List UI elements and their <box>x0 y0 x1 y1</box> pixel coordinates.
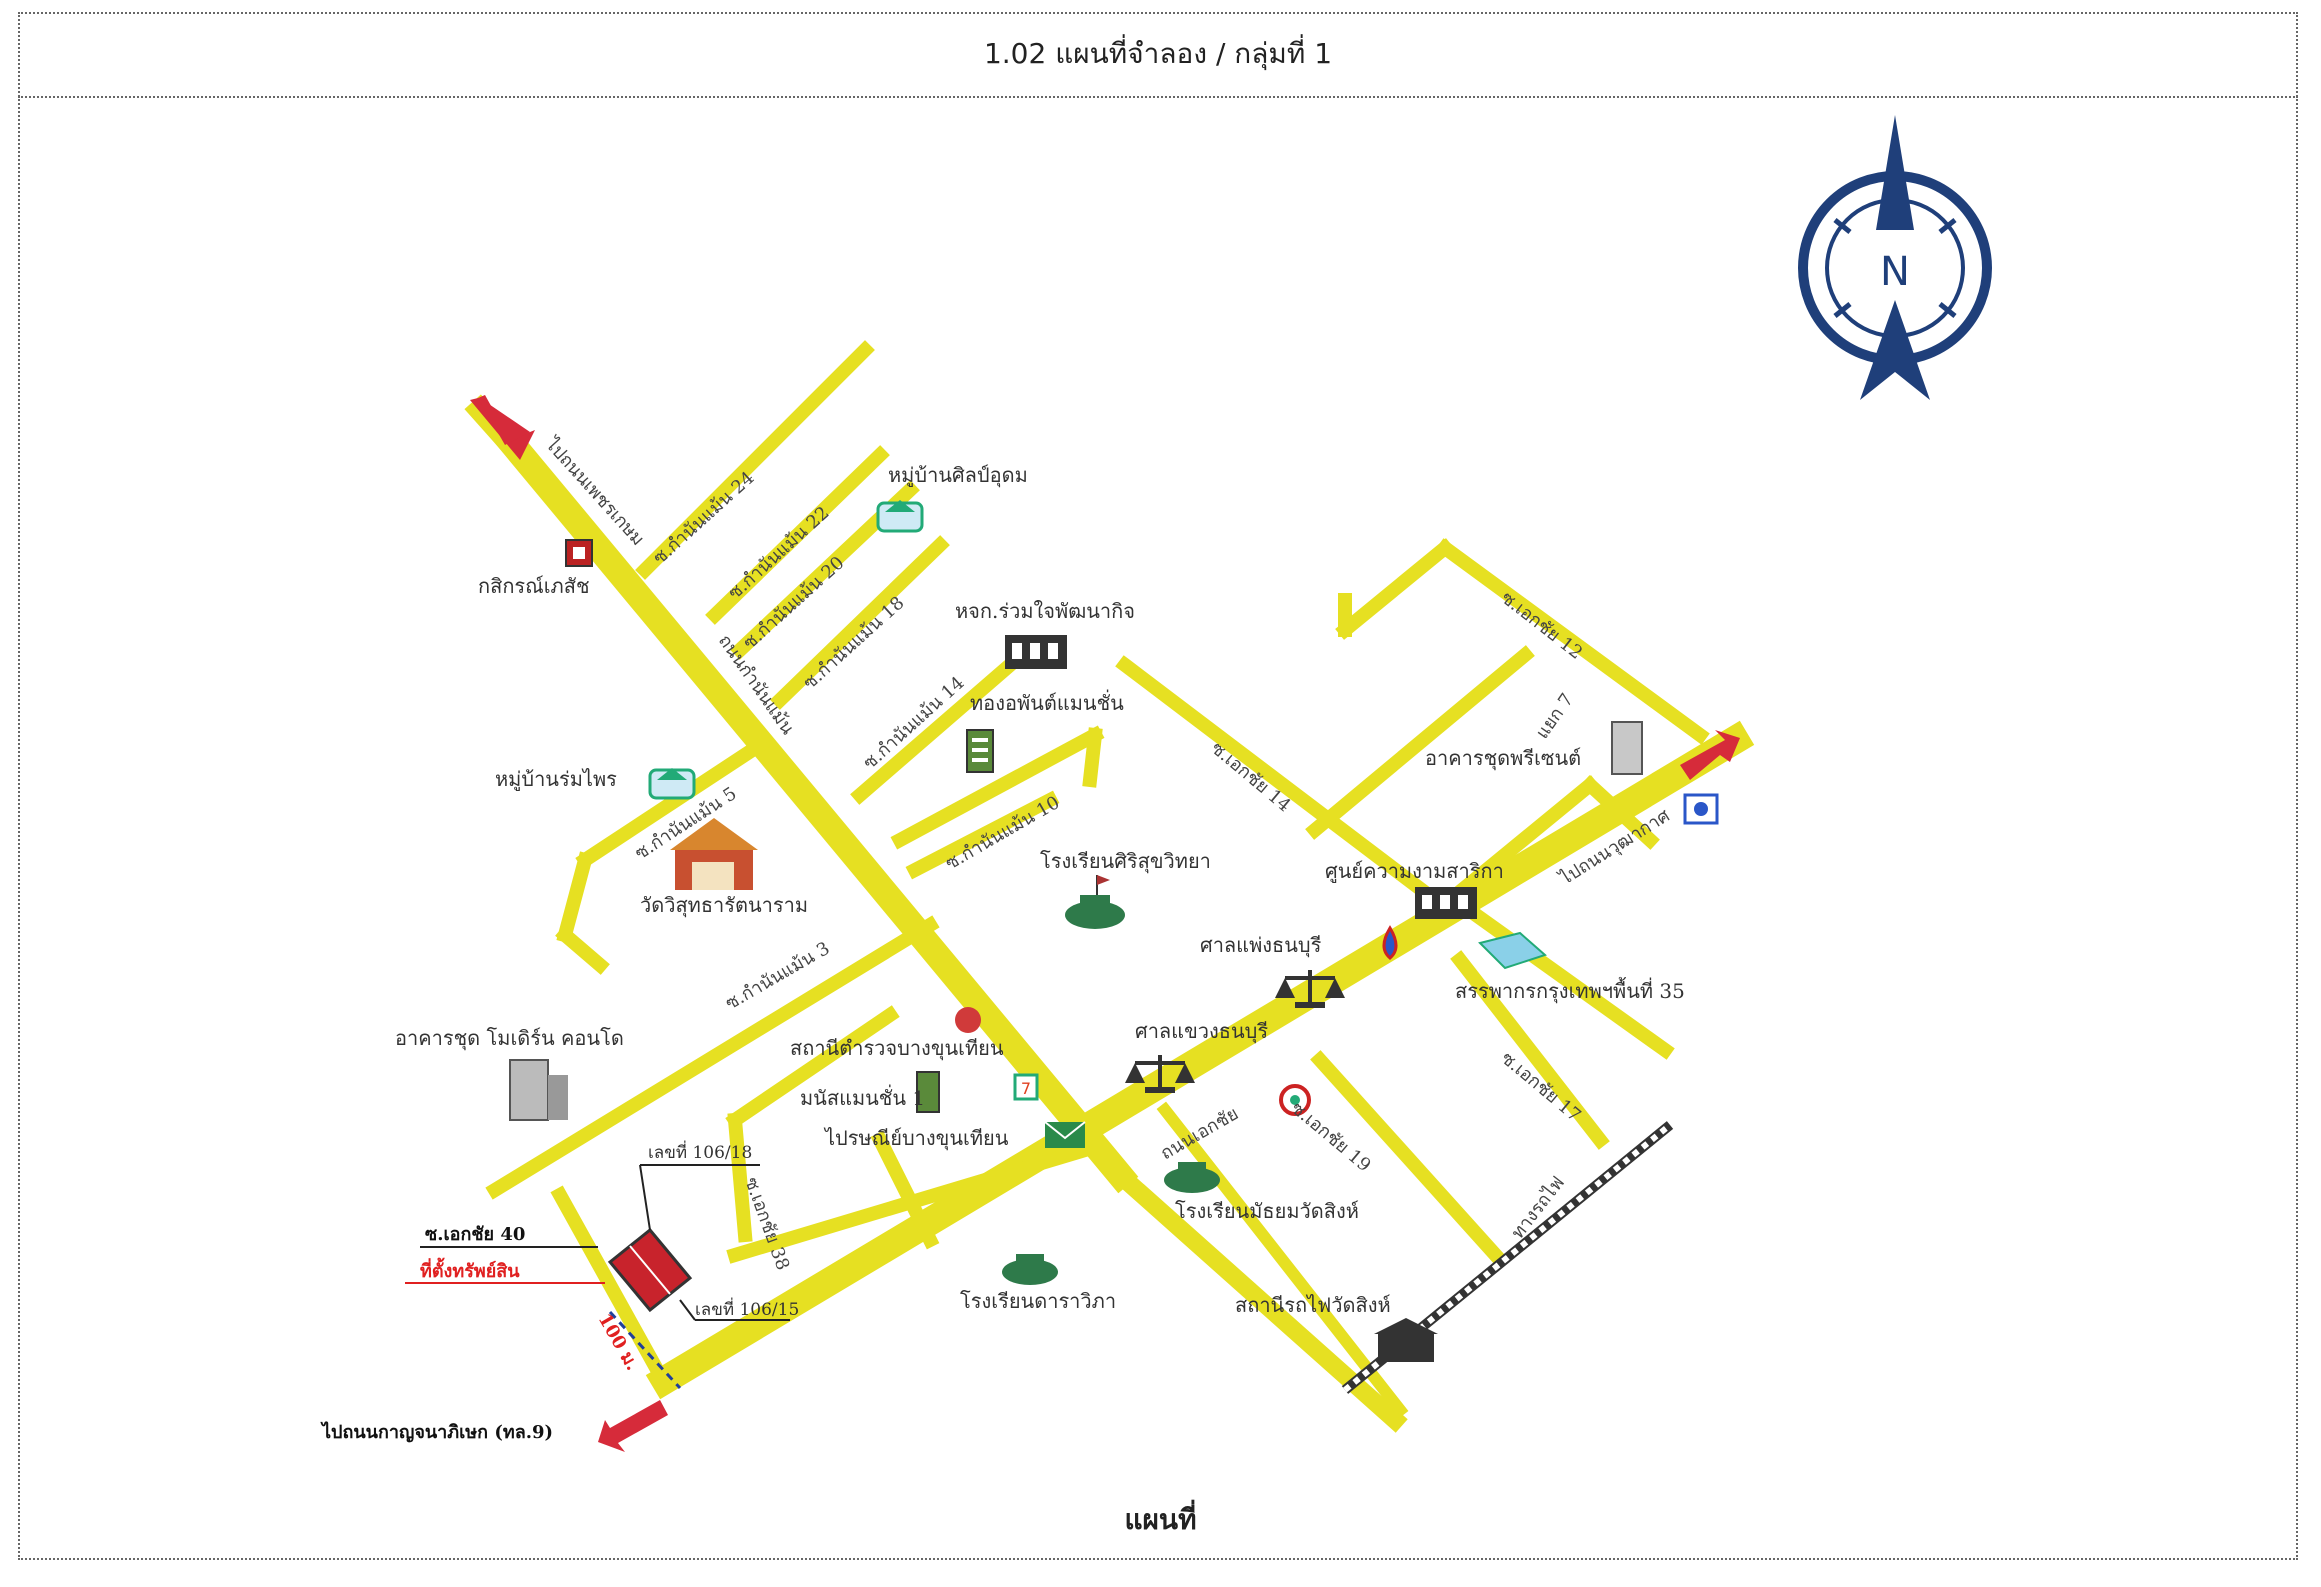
label-pharmacy: กสิกรณ์เภสัช <box>478 574 590 598</box>
pharmacy-icon <box>565 539 593 567</box>
distance-line <box>608 1310 682 1390</box>
village-silp-icon <box>876 500 924 533</box>
arrow-north-icon <box>470 395 535 460</box>
compass-north-icon <box>1798 115 1992 400</box>
label-school-dara: โรงเรียนดาราวิภา <box>960 1289 1116 1313</box>
page-title: 1.02 แผนที่จำลอง / กลุ่มที่ 1 <box>983 37 1333 70</box>
village-rom-icon <box>648 768 696 800</box>
scales-district-court-icon <box>1125 1055 1195 1093</box>
scales-court-icon <box>1275 970 1345 1008</box>
label-tong-apartment: ทองอพันต์แมนชั่น <box>970 689 1124 715</box>
arrow-east-icon <box>1680 730 1740 780</box>
temple-icon <box>670 818 758 890</box>
kasikorn-bank-icon <box>1279 1084 1311 1116</box>
label-school-siri: โรงเรียนศิริสุขวิทยา <box>1040 849 1211 874</box>
label-post: ไปรษณีย์บางขุนเทียน <box>823 1126 1009 1151</box>
label-station: สถานีรถไฟวัดสิงห์ <box>1235 1293 1391 1317</box>
label-wat: วัดวิสุทธารัตนาราม <box>640 893 808 918</box>
train-station-icon <box>1374 1318 1438 1362</box>
school-siri-icon <box>1065 875 1125 929</box>
apartment-tower-icon <box>966 729 994 773</box>
label-soi-k3: ซ.กำนันแม้น 3 <box>722 938 833 1014</box>
post-envelope-icon <box>1044 1121 1086 1148</box>
footer-caption: แผนที่ <box>1124 1503 1197 1536</box>
mansion-tower-icon <box>916 1071 940 1113</box>
label-police: สถานีตำรวจบางขุนเทียน <box>790 1036 1004 1061</box>
label-revenue: สรรพากรกรุงเทพฯพื้นที่ 35 <box>1455 977 1685 1004</box>
school-dara-icon <box>1002 1254 1058 1285</box>
document-frame <box>18 12 2298 1560</box>
header-bar: 1.02 แผนที่จำลอง / กลุ่มที่ 1 <box>18 12 2298 98</box>
label-soi-e40: ซ.เอกชัย 40 <box>425 1224 525 1245</box>
bank-square-icon <box>1683 793 1719 825</box>
compass-letter: N <box>1880 249 1910 295</box>
fuel-drop-icon <box>1382 925 1398 960</box>
condo-tower-icon <box>509 1059 568 1121</box>
label-condo: อาคารชุด โมเดิร์น คอนโด <box>395 1026 624 1051</box>
label-school-wat: โรงเรียนมัธยมวัดสิงห์ <box>1175 1199 1359 1223</box>
service-center-icon <box>1415 887 1477 919</box>
label-plot-a: เลขที่ 106/18 <box>648 1140 752 1163</box>
label-plot-b: เลขที่ 106/15 <box>695 1297 799 1320</box>
label-service-center: ศูนย์ความงามสาริกา <box>1325 859 1504 884</box>
label-central-court: ศาลแพ่งธนบุรี <box>1200 933 1322 958</box>
label-soi-k18: ซ.กำนันแม้น 18 <box>799 592 908 693</box>
label-village-silp: หมู่บ้านศิลป์อุดม <box>888 463 1028 488</box>
svg-text:7: 7 <box>1021 1079 1031 1098</box>
label-soi-x: แยก 7 <box>1532 690 1578 743</box>
label-site: ที่ตั้งทรัพย์สิน <box>420 1257 520 1282</box>
road-network <box>464 340 1755 1433</box>
label-district-court: ศาลแขวงธนบุรี <box>1135 1019 1268 1044</box>
school-wat-icon <box>1164 1162 1220 1193</box>
site-building-icon <box>607 1227 693 1313</box>
company-building-icon <box>1005 635 1067 669</box>
revenue-building-icon <box>1478 931 1547 970</box>
arrow-south-icon <box>598 1400 668 1452</box>
site-pointer-b <box>679 1299 696 1321</box>
seven-eleven-icon: 7 <box>1013 1073 1039 1101</box>
label-soi-e12: ซ.เอกชัย 12 <box>1497 587 1587 663</box>
label-soi-k24: ซ.กำนันแม้น 24 <box>649 467 758 568</box>
site-pointer-a <box>639 1164 651 1231</box>
apartment-plaza-icon <box>1611 721 1643 775</box>
police-badge-icon <box>955 1007 981 1033</box>
label-company: หจก.ร่วมใจพัฒนากิจ <box>955 599 1135 623</box>
label-apartment-plaza: อาคารชุดพรีเซนต์ <box>1425 746 1581 771</box>
label-to-south: ไปถนนกาญจนาภิเษก (ทล.9) <box>320 1421 553 1443</box>
label-village-rom: หมู่บ้านร่มไพร <box>495 767 617 792</box>
label-mansion: มนัสแมนชั่น 1 <box>800 1084 925 1110</box>
